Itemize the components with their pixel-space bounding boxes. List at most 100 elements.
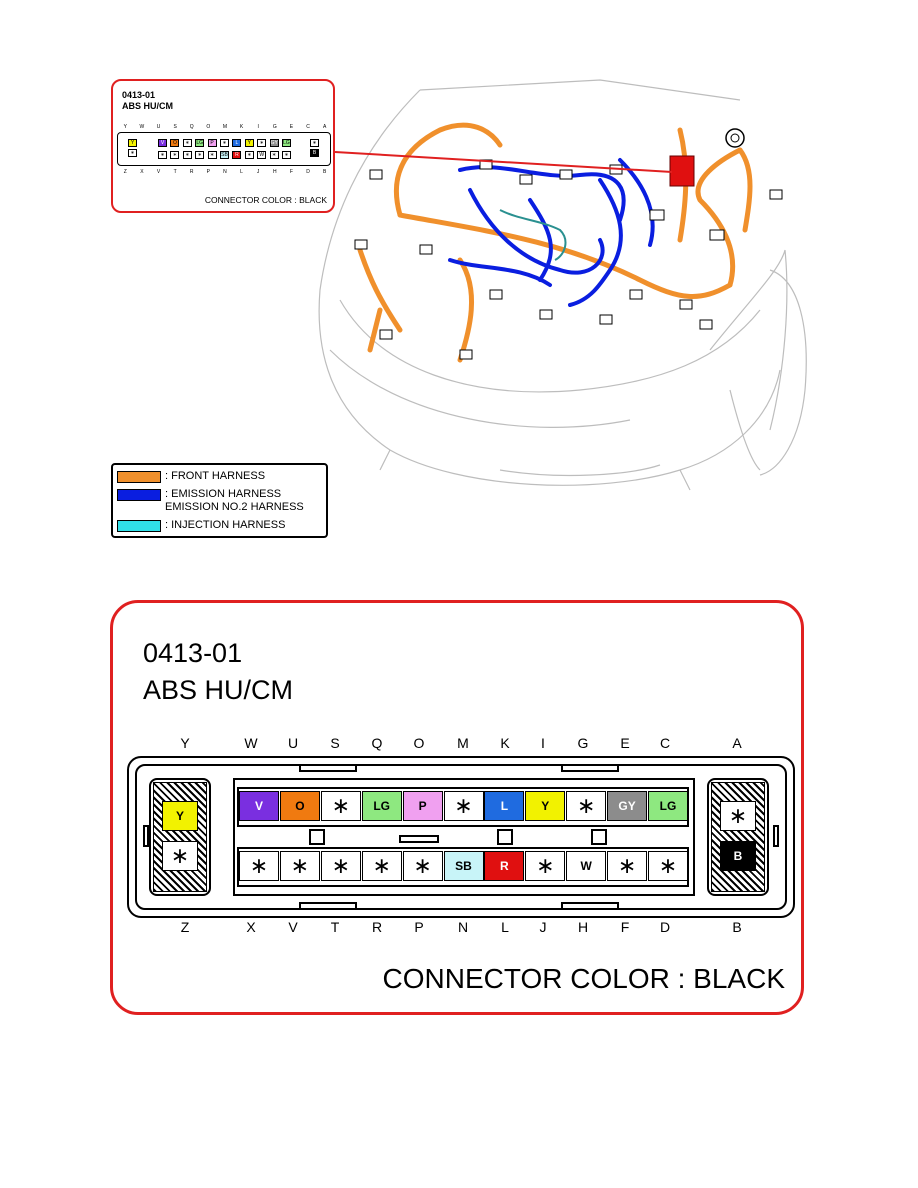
pin-letter: B xyxy=(732,919,742,935)
small-pin-letter: R xyxy=(189,169,194,175)
pin-letter: Q xyxy=(371,735,383,751)
small-pin-cell: ∗ xyxy=(182,139,192,147)
small-pin-letter: F xyxy=(289,169,293,175)
small-pin-cell: R xyxy=(232,151,242,159)
small-pin-cell: L xyxy=(232,139,242,147)
small-pin-cell: B xyxy=(310,149,319,157)
small-connector-color-caption: CONNECTOR COLOR : BLACK xyxy=(204,195,327,205)
small-pin-cell: ∗ xyxy=(128,149,137,157)
small-pin-letter: L xyxy=(240,169,243,175)
pin-cell: Y xyxy=(525,791,566,821)
small-pin-letter: D xyxy=(306,169,310,175)
callout-leader-line xyxy=(334,151,673,173)
pin-letter: I xyxy=(541,735,545,751)
pin-cell: R xyxy=(484,851,525,881)
pin-letter: V xyxy=(288,919,298,935)
housing-tab xyxy=(299,764,357,772)
pin-letter: N xyxy=(457,919,469,935)
small-pin-letter: P xyxy=(206,169,211,175)
small-pin-letter: J xyxy=(256,169,260,175)
pin-cell: ∗ xyxy=(320,791,361,821)
pin-cell: W xyxy=(566,851,607,881)
pin-letter: O xyxy=(413,735,425,751)
center-divider-key xyxy=(399,835,439,843)
pin-cell: P xyxy=(402,791,443,821)
pin-letter: X xyxy=(246,919,256,935)
pin-cell: SB xyxy=(443,851,484,881)
connector-code: 0413-01 xyxy=(143,638,243,668)
small-pin-cell: ∗ xyxy=(182,151,192,159)
pin-letter: M xyxy=(457,735,469,751)
connector-name: ABS HU/CM xyxy=(143,675,294,705)
pin-letter: K xyxy=(500,735,510,751)
small-pin-letter: S xyxy=(173,124,177,130)
engine-harness-illustration xyxy=(318,79,807,491)
pin-letter: L xyxy=(501,919,509,935)
small-pin-letter: T xyxy=(173,169,177,175)
pin-letter: F xyxy=(620,919,630,935)
pin-cell: V xyxy=(239,791,279,821)
small-pin-letter: A xyxy=(322,124,327,130)
center-divider-key xyxy=(309,829,325,845)
small-pin-letter: B xyxy=(322,169,327,175)
small-pin-letter: C xyxy=(306,124,310,130)
small-pin-cell: O xyxy=(170,139,180,147)
small-pin-cell: ∗ xyxy=(195,151,205,159)
small-pin-letter: O xyxy=(206,124,211,130)
side-clip xyxy=(143,825,149,847)
pin-letter: R xyxy=(371,919,383,935)
small-pin-letter: Y xyxy=(123,124,127,130)
small-connector-code: 0413-01 xyxy=(122,90,156,100)
small-pin-letter: I xyxy=(257,124,259,130)
small-pin-cell: ∗ xyxy=(207,151,217,159)
small-pin-cell: ∗ xyxy=(257,139,267,147)
legend-swatch-emission-harness xyxy=(117,489,161,501)
harness-legend: : FRONT HARNESS : EMISSION HARNESS EMISS… xyxy=(111,463,328,538)
small-pin-cell: GY xyxy=(269,139,279,147)
housing-tab xyxy=(299,902,357,910)
pin-cell: O xyxy=(279,791,320,821)
small-pin-letter: G xyxy=(272,124,277,130)
pin-letter: A xyxy=(732,735,742,751)
pin-cell: ∗ xyxy=(566,791,607,821)
small-pin-cell: ∗ xyxy=(158,151,167,159)
small-pin-letter: H xyxy=(272,169,277,175)
legend-label-injection-harness: INJECTION HARNESS xyxy=(171,519,286,531)
pin-cell: ∗ xyxy=(320,851,361,881)
small-pin-cell: V xyxy=(158,139,167,147)
pin-cell: B xyxy=(720,841,756,871)
small-pin-cell: ∗ xyxy=(170,151,180,159)
small-pin-cell: Y xyxy=(244,139,254,147)
connector-inner-shell xyxy=(135,764,787,910)
legend-item-emission-harness: : EMISSION HARNESS EMISSION NO.2 HARNESS xyxy=(117,488,304,514)
pin-letter: D xyxy=(659,919,671,935)
connector-color-caption: CONNECTOR COLOR : BLACK xyxy=(382,963,785,994)
pin-cell: ∗ xyxy=(720,801,756,831)
pin-cell: ∗ xyxy=(525,851,566,881)
small-pin-cell: ∗ xyxy=(244,151,254,159)
pin-cell: ∗ xyxy=(443,791,484,821)
center-divider-key xyxy=(497,829,513,845)
pin-letter: P xyxy=(414,919,424,935)
small-pin-letter: N xyxy=(223,169,227,175)
pin-cell: ∗ xyxy=(162,841,198,871)
small-pin-cell: LG xyxy=(282,139,291,147)
pin-letter: G xyxy=(577,735,589,751)
housing-tab xyxy=(561,902,619,910)
small-pin-cell: ∗ xyxy=(220,139,229,147)
pin-cell: GY xyxy=(607,791,648,821)
pin-cell: ∗ xyxy=(279,851,320,881)
pin-cell: ∗ xyxy=(361,851,402,881)
pin-letter: H xyxy=(577,919,589,935)
small-pin-letter: K xyxy=(239,124,244,130)
legend-label-front-harness: FRONT HARNESS xyxy=(171,470,266,482)
housing-tab xyxy=(561,764,619,772)
connector-outer-shell xyxy=(127,756,795,918)
small-pin-letter: M xyxy=(222,124,228,130)
top-pin-row-frame xyxy=(237,787,689,827)
pin-cell: ∗ xyxy=(607,851,648,881)
